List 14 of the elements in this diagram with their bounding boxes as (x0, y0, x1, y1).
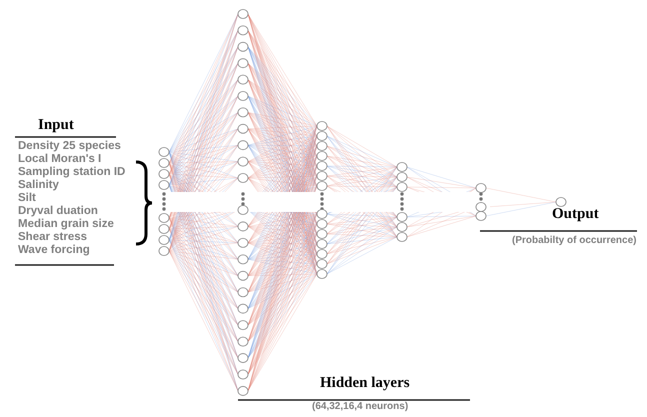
input-feature-label: Median grain size (18, 219, 114, 230)
heading: Input (38, 118, 74, 133)
input-feature-label: Density 25 species (18, 141, 121, 152)
input-feature-label: Sampling station ID (18, 167, 126, 178)
heading: Output (552, 207, 599, 222)
input-feature-label: Shear stress (18, 232, 88, 244)
heading: Hidden layers (320, 376, 410, 391)
input-feature-label: Wave forcing (18, 245, 90, 256)
caption: (64,32,16,4 neurons) (312, 402, 408, 412)
input-feature-label: Dryval duation (18, 206, 98, 218)
caption: (Probabilty of occurrence) (512, 236, 636, 246)
input-feature-label: Salinity (18, 180, 59, 192)
input-feature-label: Silt (18, 193, 36, 204)
input-feature-label: Local Moran's I (18, 154, 102, 166)
